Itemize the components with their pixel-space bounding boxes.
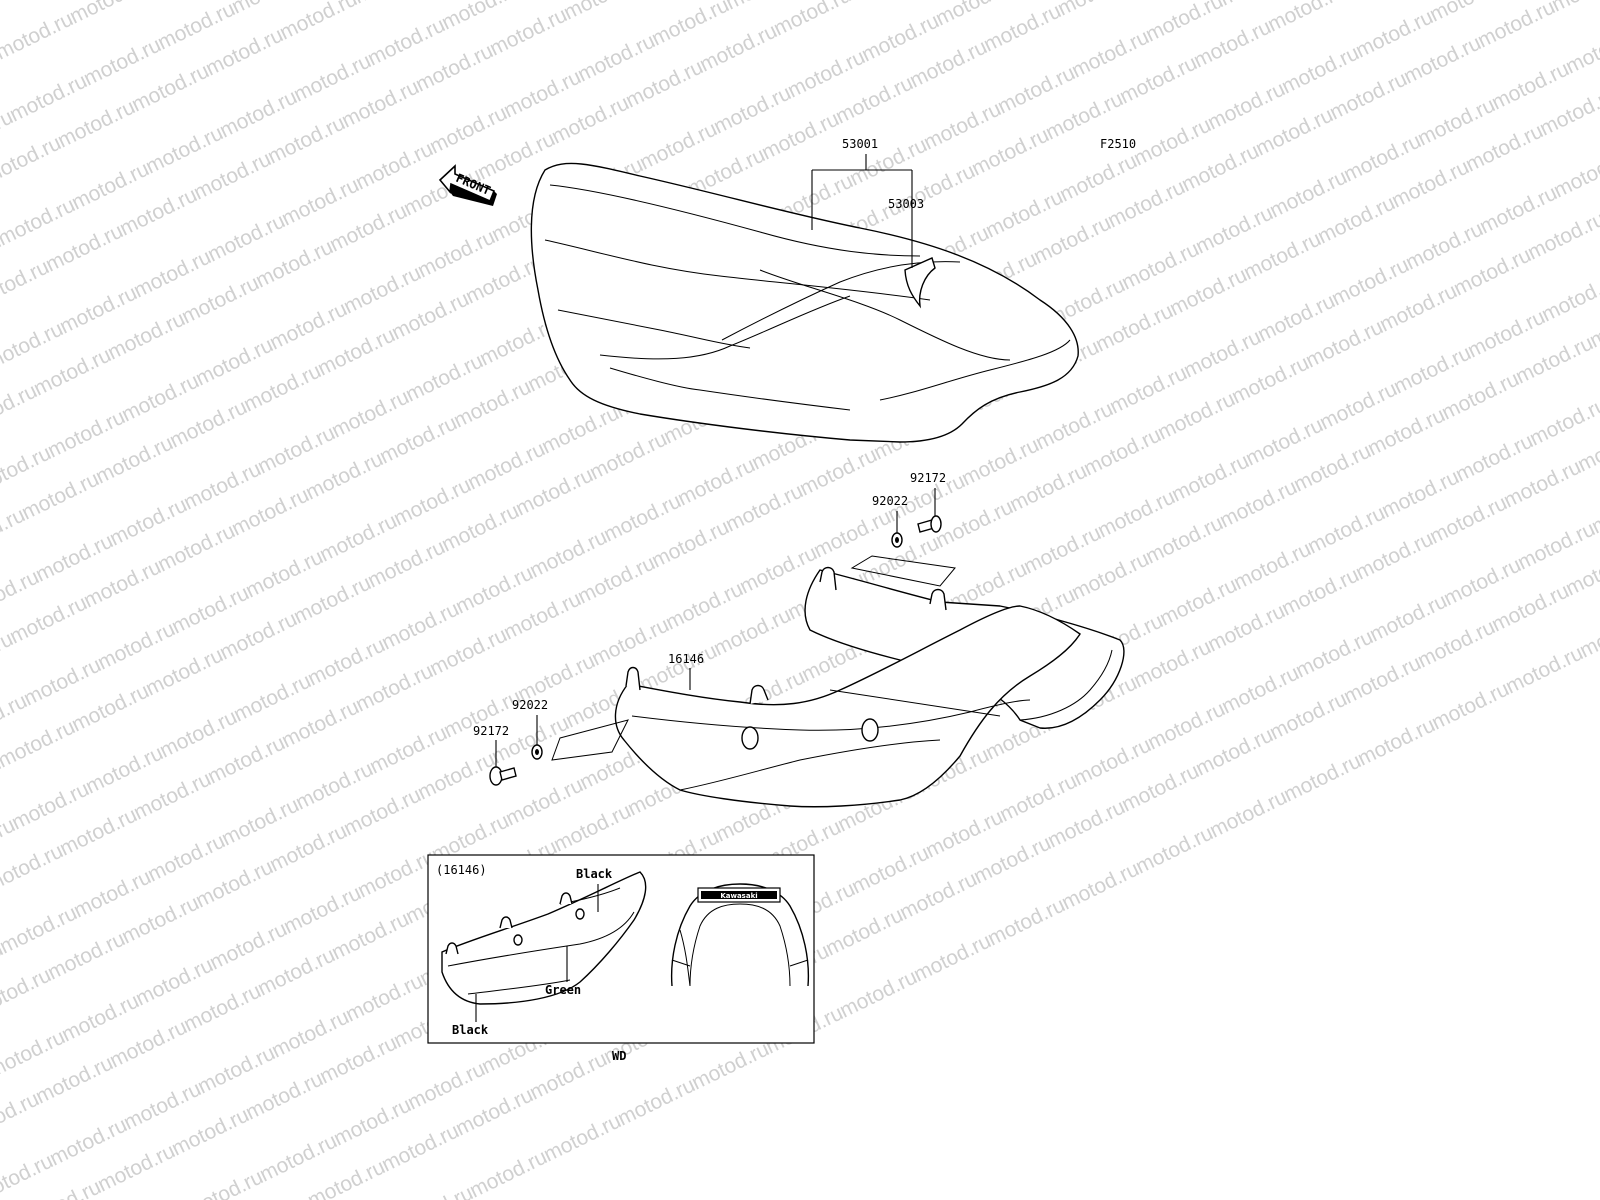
left-hardware: 92022 92172 bbox=[473, 698, 629, 786]
bolt-right-part-number: 92172 bbox=[910, 471, 946, 485]
seat-part bbox=[530, 162, 1079, 443]
inset-side-cover bbox=[441, 871, 647, 1005]
inset-rear-view: Kawasaki bbox=[670, 883, 810, 987]
cover-callout: 16146 bbox=[668, 652, 704, 690]
right-hardware: 92172 92022 bbox=[850, 471, 956, 587]
washer-right-part-number: 92022 bbox=[872, 494, 908, 508]
washer-right-icon bbox=[891, 532, 903, 548]
seat-callout: 53001 53003 bbox=[811, 137, 924, 268]
inset-label-top: Black bbox=[576, 867, 613, 881]
seat-part-number: 53001 bbox=[842, 137, 878, 151]
inset-caption: WD bbox=[612, 1049, 626, 1063]
inset-label-middle: Green bbox=[545, 983, 581, 997]
inset-title: (16146) bbox=[436, 863, 487, 877]
washer-left-icon bbox=[531, 744, 543, 760]
bolt-left-part-number: 92172 bbox=[473, 724, 509, 738]
inset-badge-text: Kawasaki bbox=[720, 892, 757, 900]
side-cover-part bbox=[614, 566, 1125, 808]
cover-part-number: 16146 bbox=[668, 652, 704, 666]
figure-code: F2510 bbox=[1100, 137, 1136, 151]
washer-left-part-number: 92022 bbox=[512, 698, 548, 712]
bolt-left-icon bbox=[489, 766, 517, 786]
bolt-right-icon bbox=[917, 515, 942, 533]
inset-label-bottom: Black bbox=[452, 1023, 489, 1037]
inset-box: (16146) Black Green Black Kawasaki bbox=[427, 854, 815, 1044]
seat-sub-part-number: 53003 bbox=[888, 197, 924, 211]
front-arrow-icon: FRONT bbox=[438, 164, 497, 206]
